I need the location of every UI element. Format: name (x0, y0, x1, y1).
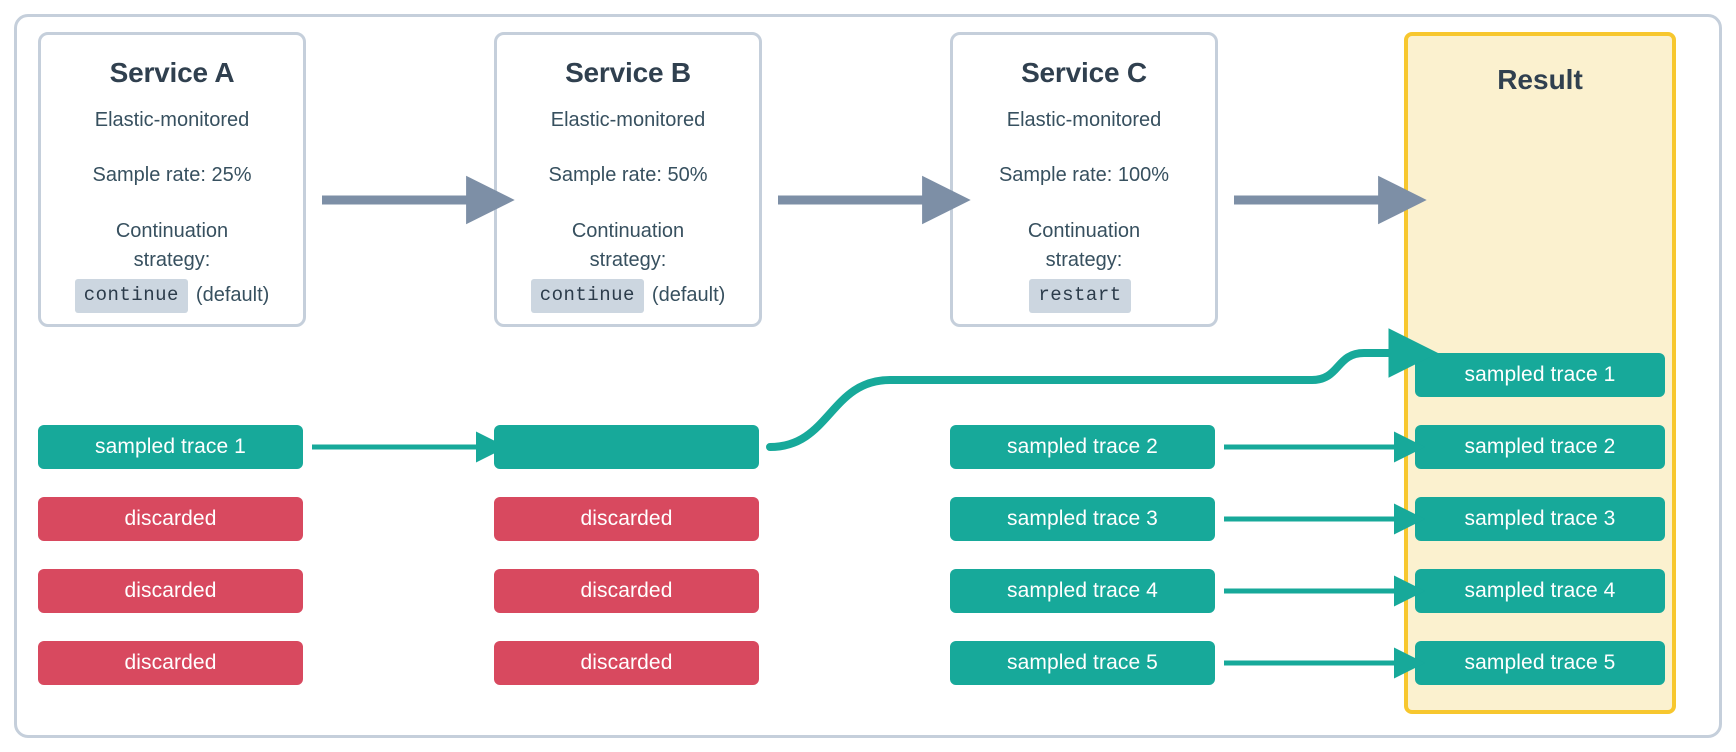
service-c-strategy-value: restart (1029, 279, 1131, 313)
service-a-title: Service A (109, 57, 235, 88)
trace-pill-a-3: discarded (38, 569, 303, 613)
service-b-monitored: Elastic-monitored (550, 109, 706, 131)
service-a-strategy-heading-1: Continuation (115, 220, 229, 242)
result-pill-4: sampled trace 4 (1415, 569, 1665, 613)
service-c-sample-rate: Sample rate: 100% (998, 164, 1170, 186)
service-b-strategy-note: (default) (651, 284, 726, 307)
result-pill-3: sampled trace 3 (1415, 497, 1665, 541)
trace-pill-b-3: discarded (494, 569, 759, 613)
service-b-strategy: Continuation strategy: continue (default… (530, 217, 726, 313)
trace-pill-b-2: discarded (494, 497, 759, 541)
result-pill-2: sampled trace 2 (1415, 425, 1665, 469)
trace-pill-a-2: discarded (38, 497, 303, 541)
trace-pill-a-4: discarded (38, 641, 303, 685)
service-a-monitored: Elastic-monitored (94, 109, 250, 131)
service-b-strategy-value: continue (530, 279, 644, 313)
service-b-sample-rate: Sample rate: 50% (548, 164, 708, 186)
trace-pill-c-2: sampled trace 3 (950, 497, 1215, 541)
service-b-strategy-heading-2: strategy: (589, 249, 667, 271)
trace-pill-a-1: sampled trace 1 (38, 425, 303, 469)
service-a-strategy-row: continue (default) (74, 279, 270, 313)
trace-pill-c-4: sampled trace 5 (950, 641, 1215, 685)
service-card-b: Service B Elastic-monitored Sample rate:… (494, 32, 762, 327)
service-a-strategy-heading-2: strategy: (133, 249, 211, 271)
service-b-title: Service B (565, 57, 691, 88)
result-pill-5: sampled trace 5 (1415, 641, 1665, 685)
service-a-sample-rate: Sample rate: 25% (92, 164, 252, 186)
trace-pill-b-1 (494, 425, 759, 469)
result-pill-1: sampled trace 1 (1415, 353, 1665, 397)
service-card-a: Service A Elastic-monitored Sample rate:… (38, 32, 306, 327)
service-card-c: Service C Elastic-monitored Sample rate:… (950, 32, 1218, 327)
service-c-monitored: Elastic-monitored (1006, 109, 1162, 131)
service-c-strategy: Continuation strategy: restart (1028, 217, 1140, 313)
service-c-strategy-heading-1: Continuation (1027, 220, 1141, 242)
service-c-strategy-row: restart (1028, 279, 1140, 313)
trace-pill-c-3: sampled trace 4 (950, 569, 1215, 613)
service-a-strategy-value: continue (74, 279, 188, 313)
service-b-strategy-row: continue (default) (530, 279, 726, 313)
service-a-strategy: Continuation strategy: continue (default… (74, 217, 270, 313)
trace-pill-b-4: discarded (494, 641, 759, 685)
service-a-strategy-note: (default) (195, 284, 270, 307)
result-title: Result (1497, 64, 1583, 95)
trace-pill-c-1: sampled trace 2 (950, 425, 1215, 469)
service-b-strategy-heading-1: Continuation (571, 220, 685, 242)
service-c-strategy-heading-2: strategy: (1045, 249, 1123, 271)
service-c-title: Service C (1021, 57, 1147, 88)
